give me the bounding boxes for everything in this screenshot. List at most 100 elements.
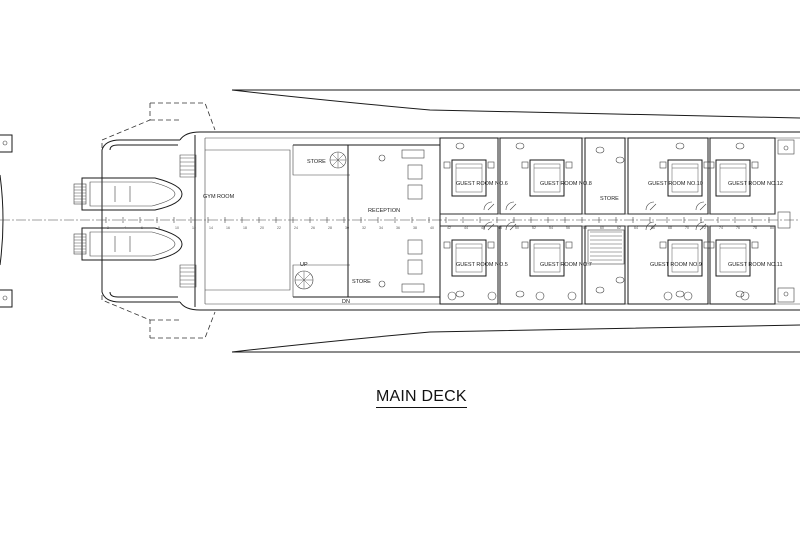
nightstand — [487, 241, 495, 249]
frame-tick-label: 32 — [362, 226, 366, 230]
guest-room-label-f: GUEST ROOM NO.7 — [540, 262, 592, 268]
lounge-chair — [535, 291, 545, 301]
lounge-chair — [663, 291, 673, 301]
bed-cover — [533, 163, 561, 193]
dn-label: DN — [342, 299, 350, 305]
sanitary-fixture — [515, 142, 525, 150]
lounge-chair — [740, 291, 750, 301]
frame-tick-label: 40 — [430, 226, 434, 230]
frame-tick-label: 60 — [600, 226, 604, 230]
frame-tick-label: 74 — [719, 226, 723, 230]
frame-tick-label: 14 — [209, 226, 213, 230]
nightstand — [659, 161, 667, 169]
bed-cover — [455, 243, 483, 273]
guest-room-label-b: GUEST ROOM NO.8 — [540, 181, 592, 187]
nightstand — [565, 161, 573, 169]
frame-tick-label: 20 — [260, 226, 264, 230]
gym-room-label: GYM ROOM — [203, 194, 235, 200]
sanitary-fixture — [615, 156, 625, 164]
frame-tick-label: 46 — [481, 226, 485, 230]
frame-tick-label: 28 — [328, 226, 332, 230]
bed — [451, 159, 487, 197]
door-swing — [695, 201, 707, 211]
sanitary-fixture — [675, 142, 685, 150]
tender-boats — [73, 177, 183, 261]
frame-tick-label: 54 — [549, 226, 553, 230]
drawing-title: MAIN DECK — [376, 388, 467, 408]
reception-label: RECEPTION — [368, 208, 400, 214]
sanitary-fixture — [595, 286, 605, 294]
frame-tick-label: 22 — [277, 226, 281, 230]
corridor-wall — [440, 213, 775, 227]
bed — [715, 239, 751, 277]
tender-top — [73, 177, 183, 211]
sanitary-fixture — [515, 290, 525, 298]
bed — [451, 239, 487, 277]
cabin-wall — [499, 137, 583, 215]
store-bottom-label: STORE — [352, 279, 371, 285]
frame-tick-label: 66 — [651, 226, 655, 230]
guest-room-label-g: GUEST ROOM NO.9 — [650, 262, 702, 268]
guest-cabins — [439, 137, 776, 305]
frame-tick-label: 78 — [753, 226, 757, 230]
frame-tick-label: 44 — [464, 226, 468, 230]
bed-cover — [671, 163, 699, 193]
frame-tick-label: 80 — [770, 226, 774, 230]
guest-room-label-e: GUEST ROOM NO.5 — [456, 262, 508, 268]
sanitary-fixture — [615, 276, 625, 284]
frame-tick-label: 4 — [124, 226, 126, 230]
frame-tick-label: 34 — [379, 226, 383, 230]
sanitary-fixture — [595, 146, 605, 154]
frame-tick-label: 12 — [192, 226, 196, 230]
lounge-chair — [447, 291, 457, 301]
nightstand — [707, 161, 715, 169]
nightstand — [703, 241, 711, 249]
hull-outline — [101, 131, 800, 311]
door-swing — [483, 221, 495, 231]
nightstand — [487, 161, 495, 169]
frame-tick-label: 6 — [141, 226, 143, 230]
frame-tick-label: 50 — [515, 226, 519, 230]
nightstand — [521, 241, 529, 249]
bed — [667, 239, 703, 277]
frame-tick-label: 30 — [345, 226, 349, 230]
frame-tick-label: 38 — [413, 226, 417, 230]
frame-tick-label: 62 — [617, 226, 621, 230]
door-swing — [505, 221, 517, 231]
tender-bottom — [73, 227, 183, 261]
door-swing — [695, 221, 707, 231]
up-label: UP — [300, 262, 308, 268]
aft-steps — [179, 154, 197, 288]
side-hulls — [231, 89, 800, 353]
nightstand — [565, 241, 573, 249]
sanitary-fixture — [735, 142, 745, 150]
bed-cover — [719, 243, 747, 273]
lounge-chair — [567, 291, 577, 301]
nightstand — [659, 241, 667, 249]
frame-tick-label: 42 — [447, 226, 451, 230]
store-mid-label: STORE — [600, 196, 619, 202]
nightstand — [443, 241, 451, 249]
nightstand — [751, 161, 759, 169]
lounge-chair — [487, 291, 497, 301]
sanitary-fixture — [455, 142, 465, 150]
bed — [529, 159, 565, 197]
bed-cover — [719, 163, 747, 193]
door-swing — [645, 201, 657, 211]
door-swing — [645, 221, 657, 231]
nightstand — [707, 241, 715, 249]
guest-room-label-a: GUEST ROOM NO.6 — [456, 181, 508, 187]
store-top-label: STORE — [307, 159, 326, 165]
nightstand — [703, 161, 711, 169]
frame-tick-label: 18 — [243, 226, 247, 230]
door-swing — [483, 201, 495, 211]
nightstand — [443, 161, 451, 169]
gym-room: GYM ROOM — [203, 149, 291, 291]
frame-tick-label: 36 — [396, 226, 400, 230]
frame-tick-label: 8 — [158, 226, 160, 230]
frame-tick-label: 24 — [294, 226, 298, 230]
nightstand — [751, 241, 759, 249]
